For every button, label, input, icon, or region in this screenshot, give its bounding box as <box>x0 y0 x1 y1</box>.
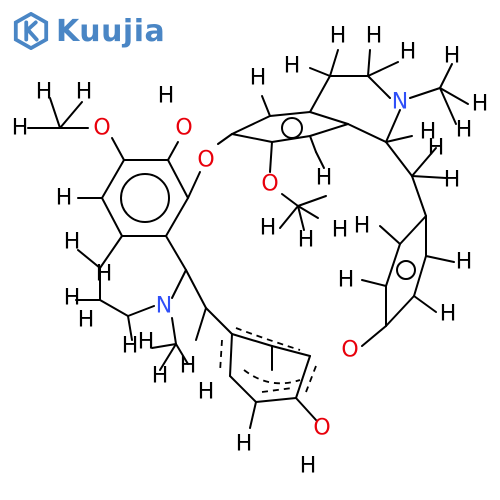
atom-label-h-bot-2: H <box>198 380 215 405</box>
atom-label-h-ph-3: H <box>440 302 457 327</box>
atom-label-h-ch2-r1: H <box>428 136 445 161</box>
atom-label-h-bot-1: H <box>236 432 253 457</box>
atom-label-o-methoxy-mid: O <box>261 172 278 197</box>
atom-label-h-nme-3: H <box>456 118 473 143</box>
atom-label-h-ch3-a1: H <box>36 80 53 105</box>
atom-label-h-ph-2: H <box>456 250 473 275</box>
bond-lines <box>27 49 469 429</box>
atom-label-h-ch2-l4: H <box>78 308 95 333</box>
atom-label-ho-bottom-h: H <box>300 454 317 479</box>
atom-label-h-ch2-t1: H <box>284 54 301 79</box>
hexagon-k-logo-icon <box>13 12 49 50</box>
atom-label-h-ph-1: H <box>354 214 371 239</box>
atom-label-h-nme-l1: H <box>122 334 139 359</box>
watermark-text: Kuujia <box>56 13 166 49</box>
atom-label-h-ch2-t3: H <box>366 24 383 49</box>
atom-label-h-ch2-t2: H <box>330 24 347 49</box>
atom-label-o-ether-left: O <box>197 148 214 173</box>
atom-label-n-left: N <box>156 294 172 319</box>
atom-label-h-ring-mid: H <box>316 166 333 191</box>
atom-label-h-ch-right: H <box>420 120 437 145</box>
atom-label-h-ch3-a3: H <box>12 116 29 141</box>
atom-label-ho-bottom-o: O <box>313 416 330 441</box>
atom-label-h-ch2-l1: H <box>64 230 81 255</box>
atom-label-h-nme-l3: H <box>180 354 197 379</box>
atom-label-h-ring-top: H <box>250 66 267 91</box>
atom-label-h-nme-l2: H <box>138 330 155 355</box>
atom-label-h-ch3-b2: H <box>298 228 315 253</box>
atom-label-h-ch2-t4: H <box>400 40 417 65</box>
kuujia-watermark: Kuujia <box>12 12 165 50</box>
atom-label-ho-top-o: O <box>175 116 192 141</box>
atom-label-h-ch3-b3: H <box>332 218 349 243</box>
atom-label-n-right: N <box>392 90 408 115</box>
atom-label-h-ch3-b1: H <box>260 216 277 241</box>
atom-label-h-ch2-l3: H <box>64 286 81 311</box>
atom-label-h-ch2-l2: H <box>96 262 113 287</box>
atom-label-h-ph-4: H <box>338 268 355 293</box>
atom-label-h-ar-left: H <box>56 186 73 211</box>
atom-label-h-nme-2: H <box>472 92 489 117</box>
atom-label-h-ch2-r2: H <box>444 168 461 193</box>
atom-label-h-ch-c1: H <box>152 364 169 389</box>
aromatic-dashed-bonds <box>219 327 317 393</box>
atom-label-o-ether-bottom: O <box>341 338 358 363</box>
atom-label-h-nme-1: H <box>444 44 461 69</box>
atom-label-ho-top-h: H <box>158 84 175 109</box>
atom-label-h-ch3-a2: H <box>76 80 93 105</box>
atom-label-o-methoxy-left: O <box>93 116 110 141</box>
